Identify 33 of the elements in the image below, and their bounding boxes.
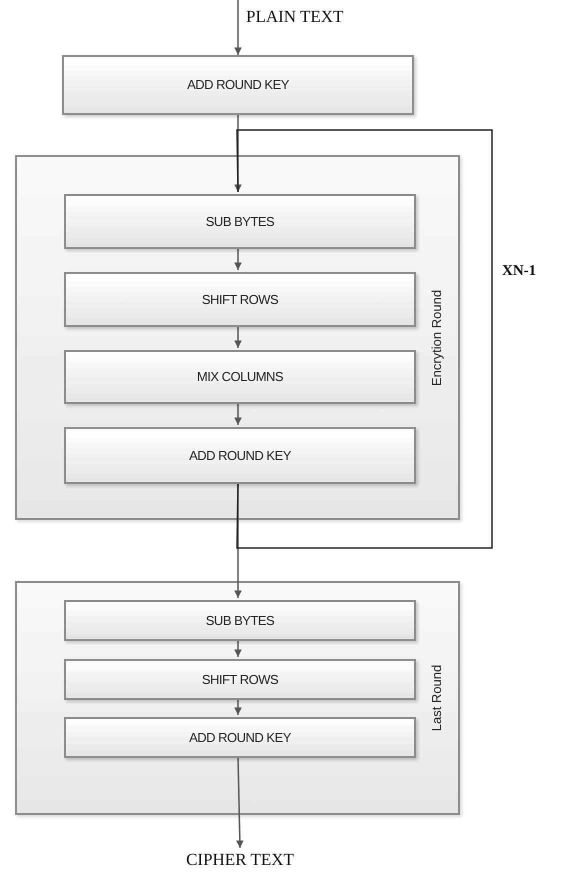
round-label: Encrytion Round <box>428 289 445 386</box>
process-box <box>64 717 416 758</box>
process-box <box>64 659 416 700</box>
edge-label: XN-1 <box>502 262 536 281</box>
process-box <box>64 600 416 641</box>
arrow <box>234 698 242 715</box>
round-label: Last Round <box>428 664 444 732</box>
arrow <box>234 402 242 425</box>
step-label: ADD ROUND KEY <box>187 76 289 94</box>
step-label: SUB BYTES <box>206 612 274 630</box>
process-box <box>64 350 416 404</box>
step-label: ADD ROUND KEY <box>189 446 291 465</box>
step-label: MIX COLUMNS <box>196 368 284 386</box>
process-box <box>64 427 416 484</box>
step-label: SHIFT ROWS <box>202 670 278 689</box>
edge-label: PLAIN TEXT <box>246 6 344 28</box>
arrow <box>234 0 242 55</box>
output-label: CIPHER TEXT <box>186 849 294 872</box>
process-box <box>62 55 414 115</box>
round-panel <box>15 155 460 520</box>
step-label: SHIFT ROWS <box>202 290 278 309</box>
round-panel <box>15 581 460 815</box>
process-box <box>64 194 416 249</box>
loop-line <box>236 129 493 549</box>
arrow <box>234 482 242 598</box>
process-box <box>64 272 416 327</box>
step-label: ADD ROUND KEY <box>189 728 291 747</box>
arrow <box>236 756 244 848</box>
arrow <box>234 325 242 348</box>
arrow <box>234 639 242 657</box>
arrow <box>234 115 242 192</box>
step-label: SUB BYTES <box>206 212 274 231</box>
arrow <box>234 247 242 270</box>
